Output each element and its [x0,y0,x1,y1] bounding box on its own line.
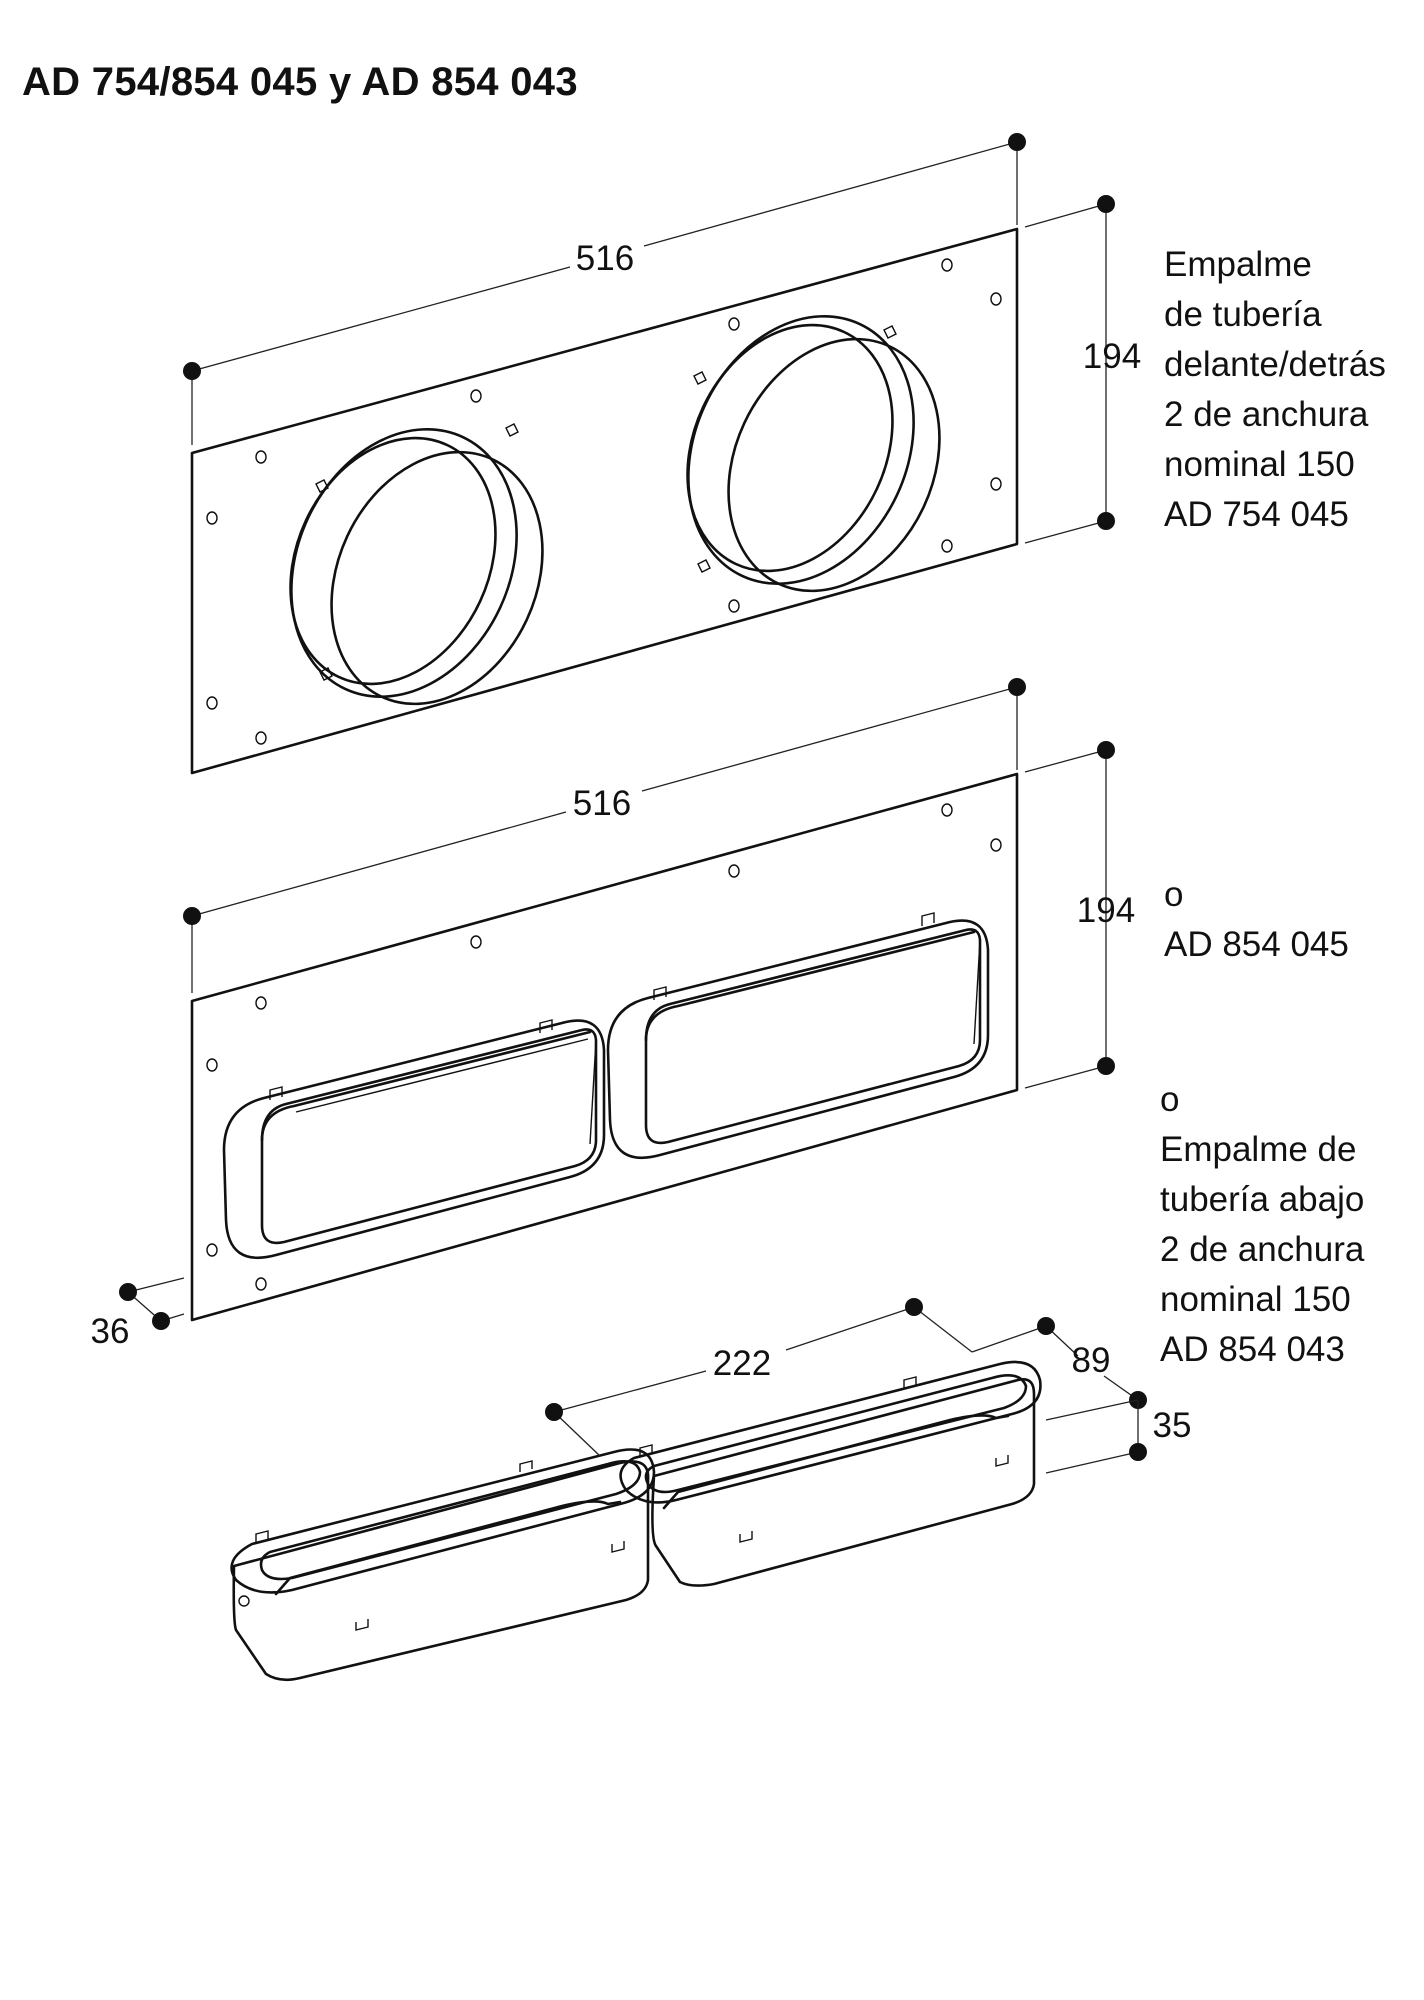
middle-depth-label: 36 [91,1312,130,1351]
page-title: AD 754/854 045 y AD 854 043 [22,60,578,104]
bottom-tray-left [230,1448,656,1682]
rect-connector-right [606,912,990,1160]
option-3-line: nominal 150 [1160,1280,1351,1319]
option-1-line: Empalme [1164,245,1312,284]
top-height-label: 194 [1083,337,1141,376]
option-3-line: o [1160,1080,1180,1119]
top-width-label: 516 [576,239,634,278]
rect-connector-left [222,1019,606,1260]
option-1-line: delante/detrás [1164,345,1386,384]
option-2-description: o AD 854 045 [1164,870,1349,970]
option-3-line: Empalme de [1160,1130,1357,1169]
top-plate [190,227,1019,775]
bottom-width-dimension: 222 [545,1298,973,1457]
middle-width-label: 516 [573,784,631,823]
option-3-line: AD 854 043 [1160,1330,1345,1369]
round-connector-left [289,423,544,706]
middle-height-dimension: 194 [1024,741,1135,1089]
option-2-line: o [1164,875,1184,914]
middle-width-dimension: 516 [183,678,1026,993]
option-3-line: tubería abajo [1160,1180,1365,1219]
bottom-height-label: 35 [1153,1406,1192,1445]
option-2-line: AD 854 045 [1164,925,1349,964]
option-1-line: nominal 150 [1164,445,1355,484]
middle-plate-screw-holes [206,803,1002,1291]
option-1-line: AD 754 045 [1164,495,1349,534]
middle-plate [190,772,1019,1322]
middle-depth-dimension: 36 [91,1277,185,1351]
round-connector-right [686,314,941,593]
bottom-depth-label: 89 [1072,1341,1111,1380]
bottom-depth-dimension: 89 [971,1317,1147,1409]
top-height-dimension: 194 [1024,195,1141,544]
bottom-width-label: 222 [713,1344,771,1383]
top-width-dimension: 516 [183,133,1026,445]
middle-height-label: 194 [1077,891,1135,930]
option-1-line: 2 de anchura [1164,395,1369,434]
top-plate-screw-holes [206,258,1002,745]
bottom-tray-right [619,1360,1042,1587]
option-3-line: 2 de anchura [1160,1230,1365,1269]
option-3-description: o Empalme de tubería abajo 2 de anchura … [1160,1075,1364,1375]
bottom-height-dimension: 35 [1045,1399,1192,1474]
option-1-description: Empalme de tubería delante/detrás 2 de a… [1164,240,1386,540]
option-1-line: de tubería [1164,295,1322,334]
